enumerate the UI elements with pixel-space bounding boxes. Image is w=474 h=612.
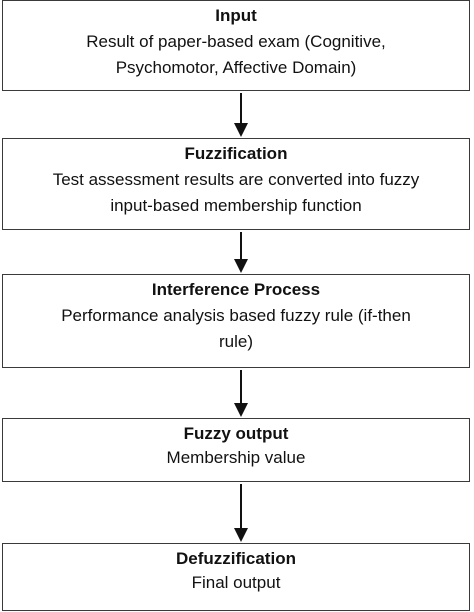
step-description: Test assessment results are converted in…	[52, 170, 420, 215]
arrow-down-icon	[231, 484, 251, 542]
arrow-down-icon	[231, 232, 251, 273]
step-box-input: Input Result of paper-based exam (Cognit…	[2, 0, 470, 91]
step-description: Result of paper-based exam (Cognitive, P…	[86, 32, 386, 77]
step-description: Membership value	[166, 448, 306, 467]
step-description: Final output	[191, 573, 281, 592]
step-box-fuzzy-output: Fuzzy output Membership value	[2, 418, 470, 482]
step-title: Fuzzy output	[183, 424, 289, 443]
step-title: Fuzzification	[184, 144, 288, 163]
step-box-fuzzification: Fuzzification Test assessment results ar…	[2, 138, 470, 230]
step-title: Input	[215, 6, 257, 25]
step-description: Performance analysis based fuzzy rule (i…	[61, 306, 411, 351]
step-title: Interference Process	[151, 280, 321, 299]
step-box-interference-process: Interference Process Performance analysi…	[2, 274, 470, 368]
step-title: Defuzzification	[176, 549, 296, 568]
step-box-defuzzification: Defuzzification Final output	[2, 543, 470, 611]
arrow-down-icon	[231, 93, 251, 137]
arrow-down-icon	[231, 370, 251, 417]
